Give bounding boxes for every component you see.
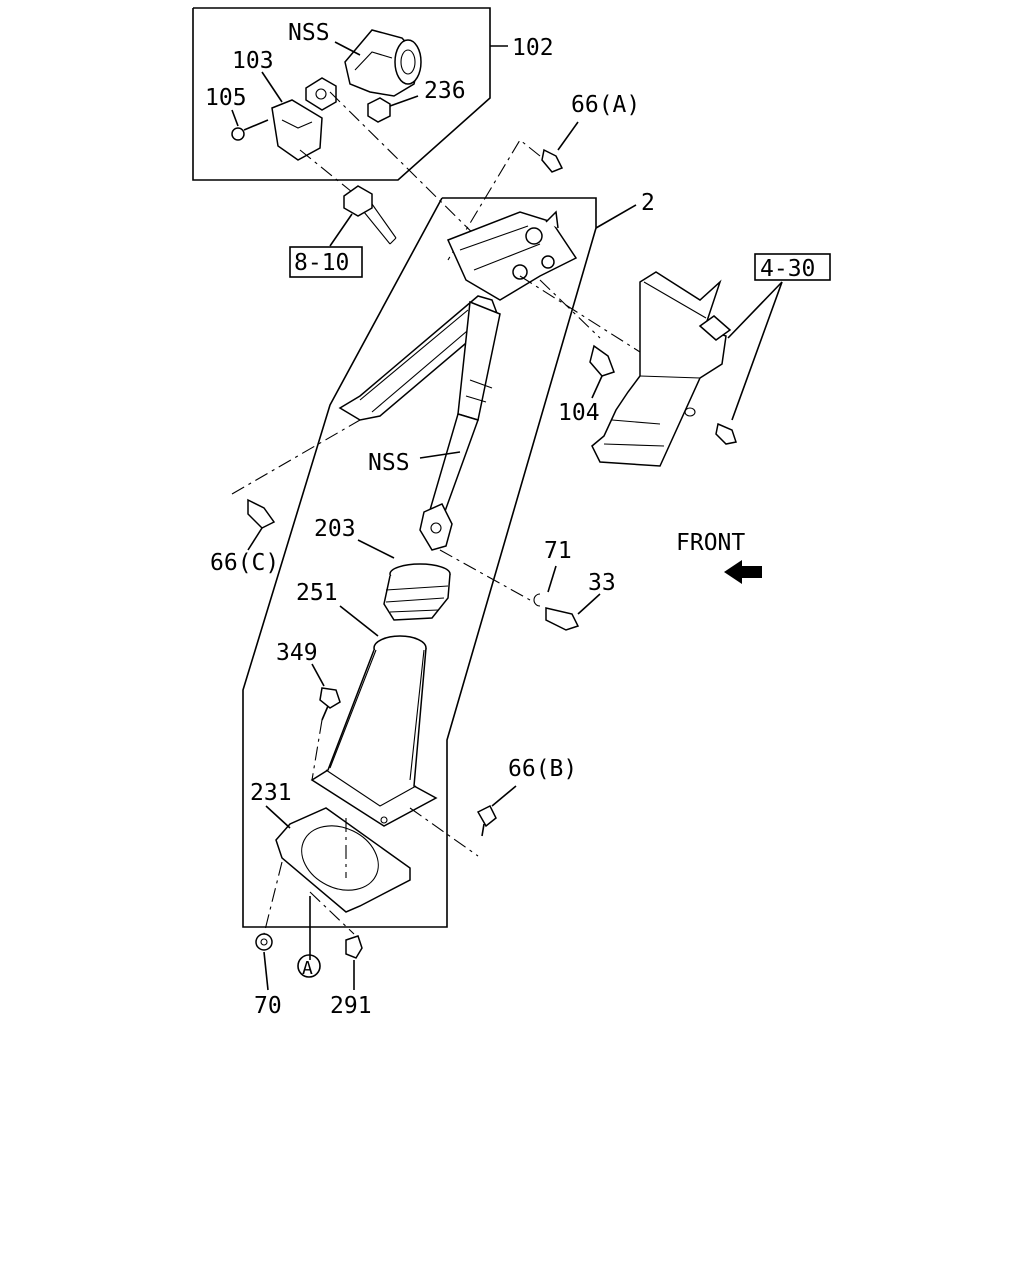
connector-8-10 bbox=[289, 185, 397, 278]
label-a: A bbox=[302, 958, 313, 979]
boot-203 bbox=[357, 539, 451, 621]
label-236: 236 bbox=[424, 78, 466, 104]
label-33: 33 bbox=[588, 570, 616, 596]
front-arrow bbox=[724, 560, 762, 584]
label-291: 291 bbox=[330, 993, 372, 1019]
label-251: 251 bbox=[296, 580, 338, 606]
label-102: 102 bbox=[512, 35, 554, 61]
steering-shaft bbox=[419, 300, 501, 551]
label-66c: 66(C) bbox=[210, 550, 279, 576]
label-4-30: 4-30 bbox=[760, 256, 815, 282]
screw-349 bbox=[311, 663, 341, 781]
switch-236 bbox=[367, 95, 419, 123]
label-66a: 66(A) bbox=[571, 92, 640, 118]
label-front: FRONT bbox=[676, 530, 745, 556]
label-70: 70 bbox=[254, 993, 282, 1019]
bolt-66b bbox=[409, 785, 517, 857]
clamp-bracket-103 bbox=[261, 71, 337, 161]
label-nss-top: NSS bbox=[288, 20, 330, 46]
label-231: 231 bbox=[250, 780, 292, 806]
gasket-plate-231 bbox=[265, 805, 411, 913]
label-104: 104 bbox=[558, 400, 600, 426]
bolt-104 bbox=[589, 344, 615, 399]
column-assembly-outline bbox=[242, 197, 637, 928]
label-8-10: 8-10 bbox=[294, 250, 349, 276]
label-71: 71 bbox=[544, 538, 572, 564]
ignition-assembly-box bbox=[192, 7, 508, 181]
column-bracket bbox=[338, 210, 578, 421]
label-203: 203 bbox=[314, 516, 356, 542]
bolt-105 bbox=[231, 109, 269, 141]
ignition-lock-cylinder bbox=[334, 29, 422, 97]
nut-70 bbox=[255, 933, 273, 991]
label-66b: 66(B) bbox=[508, 756, 577, 782]
clip-291 bbox=[345, 935, 363, 990]
label-105: 105 bbox=[205, 85, 247, 111]
bolt-66a bbox=[447, 121, 579, 261]
snap-ring-71 bbox=[533, 565, 557, 607]
label-nss-mid: NSS bbox=[368, 450, 410, 476]
bolt-33 bbox=[545, 593, 601, 631]
label-349: 349 bbox=[276, 640, 318, 666]
label-103: 103 bbox=[232, 48, 274, 74]
reference-circle-a bbox=[297, 954, 321, 978]
boot-251 bbox=[310, 605, 438, 827]
bolt-66c bbox=[247, 498, 276, 551]
label-2: 2 bbox=[641, 190, 655, 216]
column-cover-4-30 bbox=[591, 253, 831, 467]
